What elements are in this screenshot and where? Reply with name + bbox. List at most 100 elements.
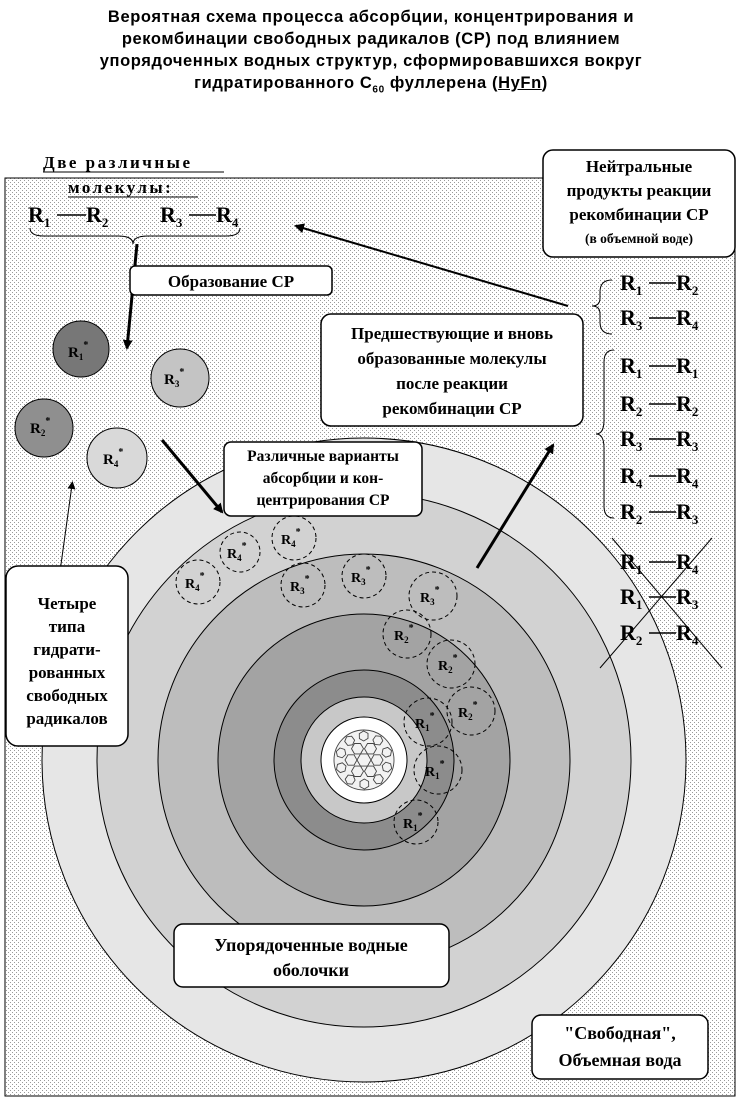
- free-water-line-2: Объемная вода: [558, 1050, 681, 1070]
- svg-text:R3: R3: [676, 584, 699, 612]
- two-molecules-line-2: молекулы:: [68, 178, 173, 197]
- svg-text:R4*: R4*: [103, 447, 123, 469]
- svg-text:R3: R3: [620, 426, 643, 454]
- cross-line-1: [611, 537, 723, 669]
- title-line-1: Вероятная схема процесса абсорбции, конц…: [107, 8, 635, 26]
- svg-text:R4: R4: [676, 305, 699, 333]
- free-radical-r3: R3*: [150, 348, 210, 408]
- return-arrow: [294, 223, 569, 307]
- title-line-2: рекомбинации свободных радикалов (СР) по…: [121, 30, 621, 48]
- product-molecule: R3 R3: [620, 426, 699, 454]
- svg-text:R3: R3: [676, 426, 699, 454]
- svg-text:R4*: R4*: [227, 541, 247, 563]
- free-water-box: "Свободная", Объемная вода: [531, 1014, 709, 1080]
- svg-text:R4: R4: [676, 620, 699, 648]
- svg-text:R3*: R3*: [420, 585, 440, 607]
- svg-text:R4: R4: [676, 463, 699, 491]
- absorbed-radical: R1*: [403, 697, 453, 747]
- svg-text:R3: R3: [620, 305, 643, 333]
- absorbed-radical: R1*: [413, 745, 463, 795]
- previous-line-1: Предшествующие и вновь: [351, 324, 553, 343]
- title-line-4: гидратированного С60 фуллерена (HyFn): [194, 74, 548, 96]
- formation-label-box: Образование СР: [129, 265, 333, 296]
- svg-text:R3*: R3*: [290, 574, 310, 596]
- svg-text:R1: R1: [676, 353, 698, 381]
- two-molecules-label: Две различные молекулы:: [43, 153, 224, 198]
- four-types-line-4: рованных: [29, 663, 106, 682]
- variants-line-1: Различные варианты: [247, 448, 399, 465]
- four-types-line-2: типа: [49, 617, 86, 636]
- absorbed-radical: R3*: [408, 571, 458, 621]
- variants-line-2: абсорбции и кон-: [263, 470, 384, 487]
- svg-text:R3*: R3*: [164, 367, 184, 389]
- svg-text:R4*: R4*: [185, 571, 205, 593]
- product-molecule: R2 R3: [620, 499, 699, 527]
- two-molecules-line-1: Две различные: [43, 153, 193, 172]
- hyfn-link[interactable]: HyFn: [498, 74, 542, 92]
- molecule-r1-r2: R1 R2: [28, 202, 108, 230]
- svg-text:R1: R1: [620, 270, 642, 298]
- formation-arrow: [122, 243, 139, 350]
- free-radical-r4: R4*: [86, 427, 148, 489]
- recombination-arrow: [475, 443, 555, 569]
- products-brace-2: [595, 349, 615, 519]
- svg-text:R3: R3: [160, 202, 183, 230]
- four-types-line-6: радикалов: [26, 709, 107, 728]
- free-radical-r1: R1*: [52, 320, 110, 378]
- shells-line-1: Упорядоченные водные: [214, 935, 408, 955]
- cross-line-2: [599, 537, 713, 669]
- neutral-products-box: Нейтральные продукты реакции рекомбинаци…: [542, 149, 736, 258]
- absorbed-radical: R1*: [393, 799, 439, 845]
- absorption-arrow: [160, 439, 224, 514]
- svg-text:R1: R1: [28, 202, 50, 230]
- svg-text:R2*: R2*: [438, 653, 458, 675]
- free-water-line-1: "Свободная",: [564, 1023, 676, 1043]
- top-molecules: R1 R2 R3 R4: [28, 202, 241, 245]
- products-brace-1: [591, 279, 613, 335]
- neutral-line-2: продукты реакции: [567, 181, 712, 200]
- svg-text:R2: R2: [620, 391, 642, 419]
- absorbed-radicals: R4*R4*R4*R3*R3*R3*R2*R2*R2*R1*R1*R1*: [175, 515, 496, 845]
- svg-text:R1*: R1*: [415, 711, 435, 733]
- free-radicals: R1* R3* R2* R4*: [14, 320, 210, 489]
- free-radical-r2: R2*: [14, 398, 74, 458]
- four-types-line-3: гидрати-: [33, 640, 101, 659]
- previous-molecules-box: Предшествующие и вновь образованные моле…: [320, 313, 584, 427]
- four-types-line-5: свободных: [26, 686, 108, 705]
- molecules-brace: [29, 227, 241, 245]
- svg-text:R3: R3: [676, 499, 699, 527]
- products-list: R1R2R3R4R1R1R2R2R3R3R4R4R2R3R1R4R1R3R2R4: [620, 270, 699, 648]
- previous-line-4: рекомбинации СР: [382, 399, 521, 418]
- absorbed-radical: R3*: [341, 553, 387, 599]
- svg-text:R4: R4: [676, 549, 699, 577]
- four-types-line-1: Четыре: [38, 594, 97, 613]
- svg-text:R4: R4: [216, 202, 239, 230]
- absorbed-radical: R2*: [382, 609, 432, 659]
- svg-text:R1*: R1*: [403, 811, 423, 833]
- svg-text:R2*: R2*: [458, 700, 478, 722]
- previous-line-2: образованные молекулы: [357, 349, 546, 368]
- neutral-line-1: Нейтральные: [586, 157, 693, 176]
- svg-text:R2: R2: [86, 202, 108, 230]
- svg-text:R2: R2: [620, 499, 642, 527]
- absorbed-radical: R4*: [271, 515, 317, 561]
- absorbed-radical: R4*: [219, 531, 261, 573]
- product-molecule: R4 R4: [620, 463, 699, 491]
- absorbed-radical: R4*: [175, 559, 221, 605]
- shells-label-box: Упорядоченные водные оболочки: [173, 923, 450, 988]
- variants-line-3: центрирования СР: [257, 492, 391, 509]
- neutral-line-3: рекомбинации СР: [569, 205, 708, 224]
- svg-text:R4*: R4*: [281, 527, 301, 549]
- formation-label: Образование СР: [168, 272, 294, 291]
- product-molecule: R3 R4: [620, 305, 699, 333]
- absorbed-radical: R2*: [446, 686, 496, 736]
- svg-text:R3*: R3*: [351, 565, 371, 587]
- previous-line-3: после реакции: [396, 374, 508, 393]
- svg-text:R1: R1: [620, 353, 642, 381]
- svg-text:R4: R4: [620, 463, 643, 491]
- absorbed-radical: R3*: [280, 562, 326, 608]
